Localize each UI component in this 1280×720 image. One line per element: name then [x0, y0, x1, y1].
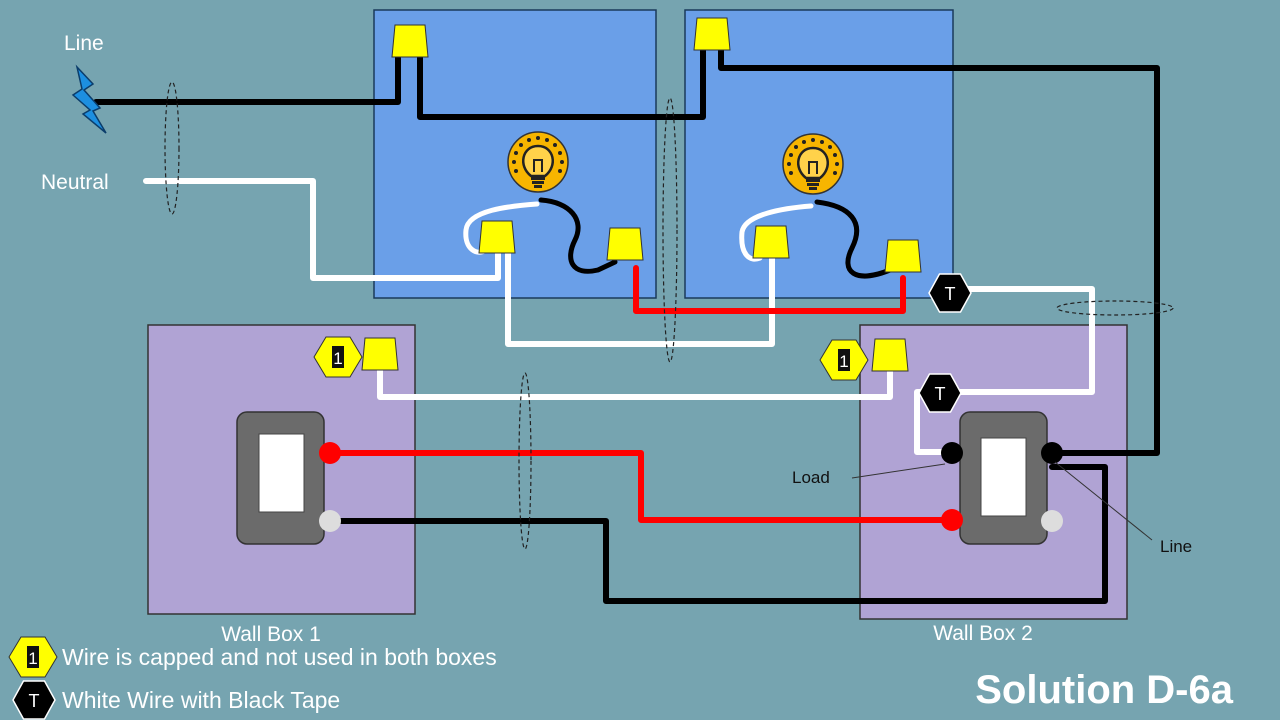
wire-nut-icon [361, 337, 399, 371]
load-pointer [851, 463, 946, 479]
svg-text:T: T [29, 691, 40, 711]
red-wire-top [633, 265, 906, 314]
cable-bundle [662, 97, 678, 363]
svg-text:T: T [945, 284, 956, 304]
wire-nut-icon [606, 227, 644, 261]
lightning-bolt-icon [71, 64, 107, 134]
switch-line-label: Line [1160, 537, 1192, 556]
capped-white-wire [377, 365, 893, 400]
switch-icon [941, 411, 1063, 545]
taped-white-wire [957, 286, 1095, 395]
legend-capped: 1 Wire is capped and not used in both bo… [8, 636, 497, 678]
neutral-jumper [505, 249, 775, 347]
switch-icon [236, 411, 341, 545]
wire-nut-icon [752, 225, 790, 259]
line-label: Line [64, 32, 104, 55]
line-pointer [1054, 461, 1153, 541]
wall-box-2-label: Wall Box 2 [933, 622, 1033, 645]
svg-text:1: 1 [333, 349, 342, 368]
page-title: Solution D-6a [975, 668, 1234, 712]
neutral-wire [143, 178, 501, 281]
wall-box-1-label: Wall Box 1 [221, 623, 321, 646]
legend-tape: T White Wire with Black Tape [12, 680, 340, 720]
neutral-label: Neutral [41, 171, 109, 194]
bulb2-black-lead [814, 199, 893, 279]
svg-text:T: T [935, 384, 946, 404]
load-label: Load [792, 468, 830, 487]
cable-bundle [164, 81, 180, 215]
wire-nut-icon [391, 24, 429, 58]
hot-run-wire [718, 47, 1160, 456]
wire-nut-icon [693, 17, 731, 51]
legend-capped-text: Wire is capped and not used in both boxe… [62, 644, 497, 670]
cable-bundle [1056, 300, 1174, 316]
black-traveler [327, 464, 1108, 604]
svg-text:1: 1 [839, 352, 848, 371]
wire-nut-icon [884, 239, 922, 273]
cable-bundle [518, 372, 532, 550]
wire-nut-icon [478, 220, 516, 254]
red-traveler [327, 450, 955, 523]
light-bulb-icon [506, 130, 570, 194]
capped-badge: 1 [313, 336, 363, 378]
bulb2-white-lead [739, 203, 814, 262]
capped-badge: 1 [819, 339, 869, 381]
line-wire [93, 52, 401, 105]
jumper-wire [417, 47, 706, 120]
light-bulb-icon [781, 132, 845, 196]
wire-nut-icon [871, 338, 909, 372]
legend-tape-text: White Wire with Black Tape [62, 687, 340, 713]
svg-text:1: 1 [28, 649, 37, 668]
bulb1-white-lead [463, 201, 540, 255]
bulb1-black-lead [538, 197, 618, 274]
tape-badge: T [928, 273, 972, 313]
tape-badge: T [918, 373, 962, 413]
